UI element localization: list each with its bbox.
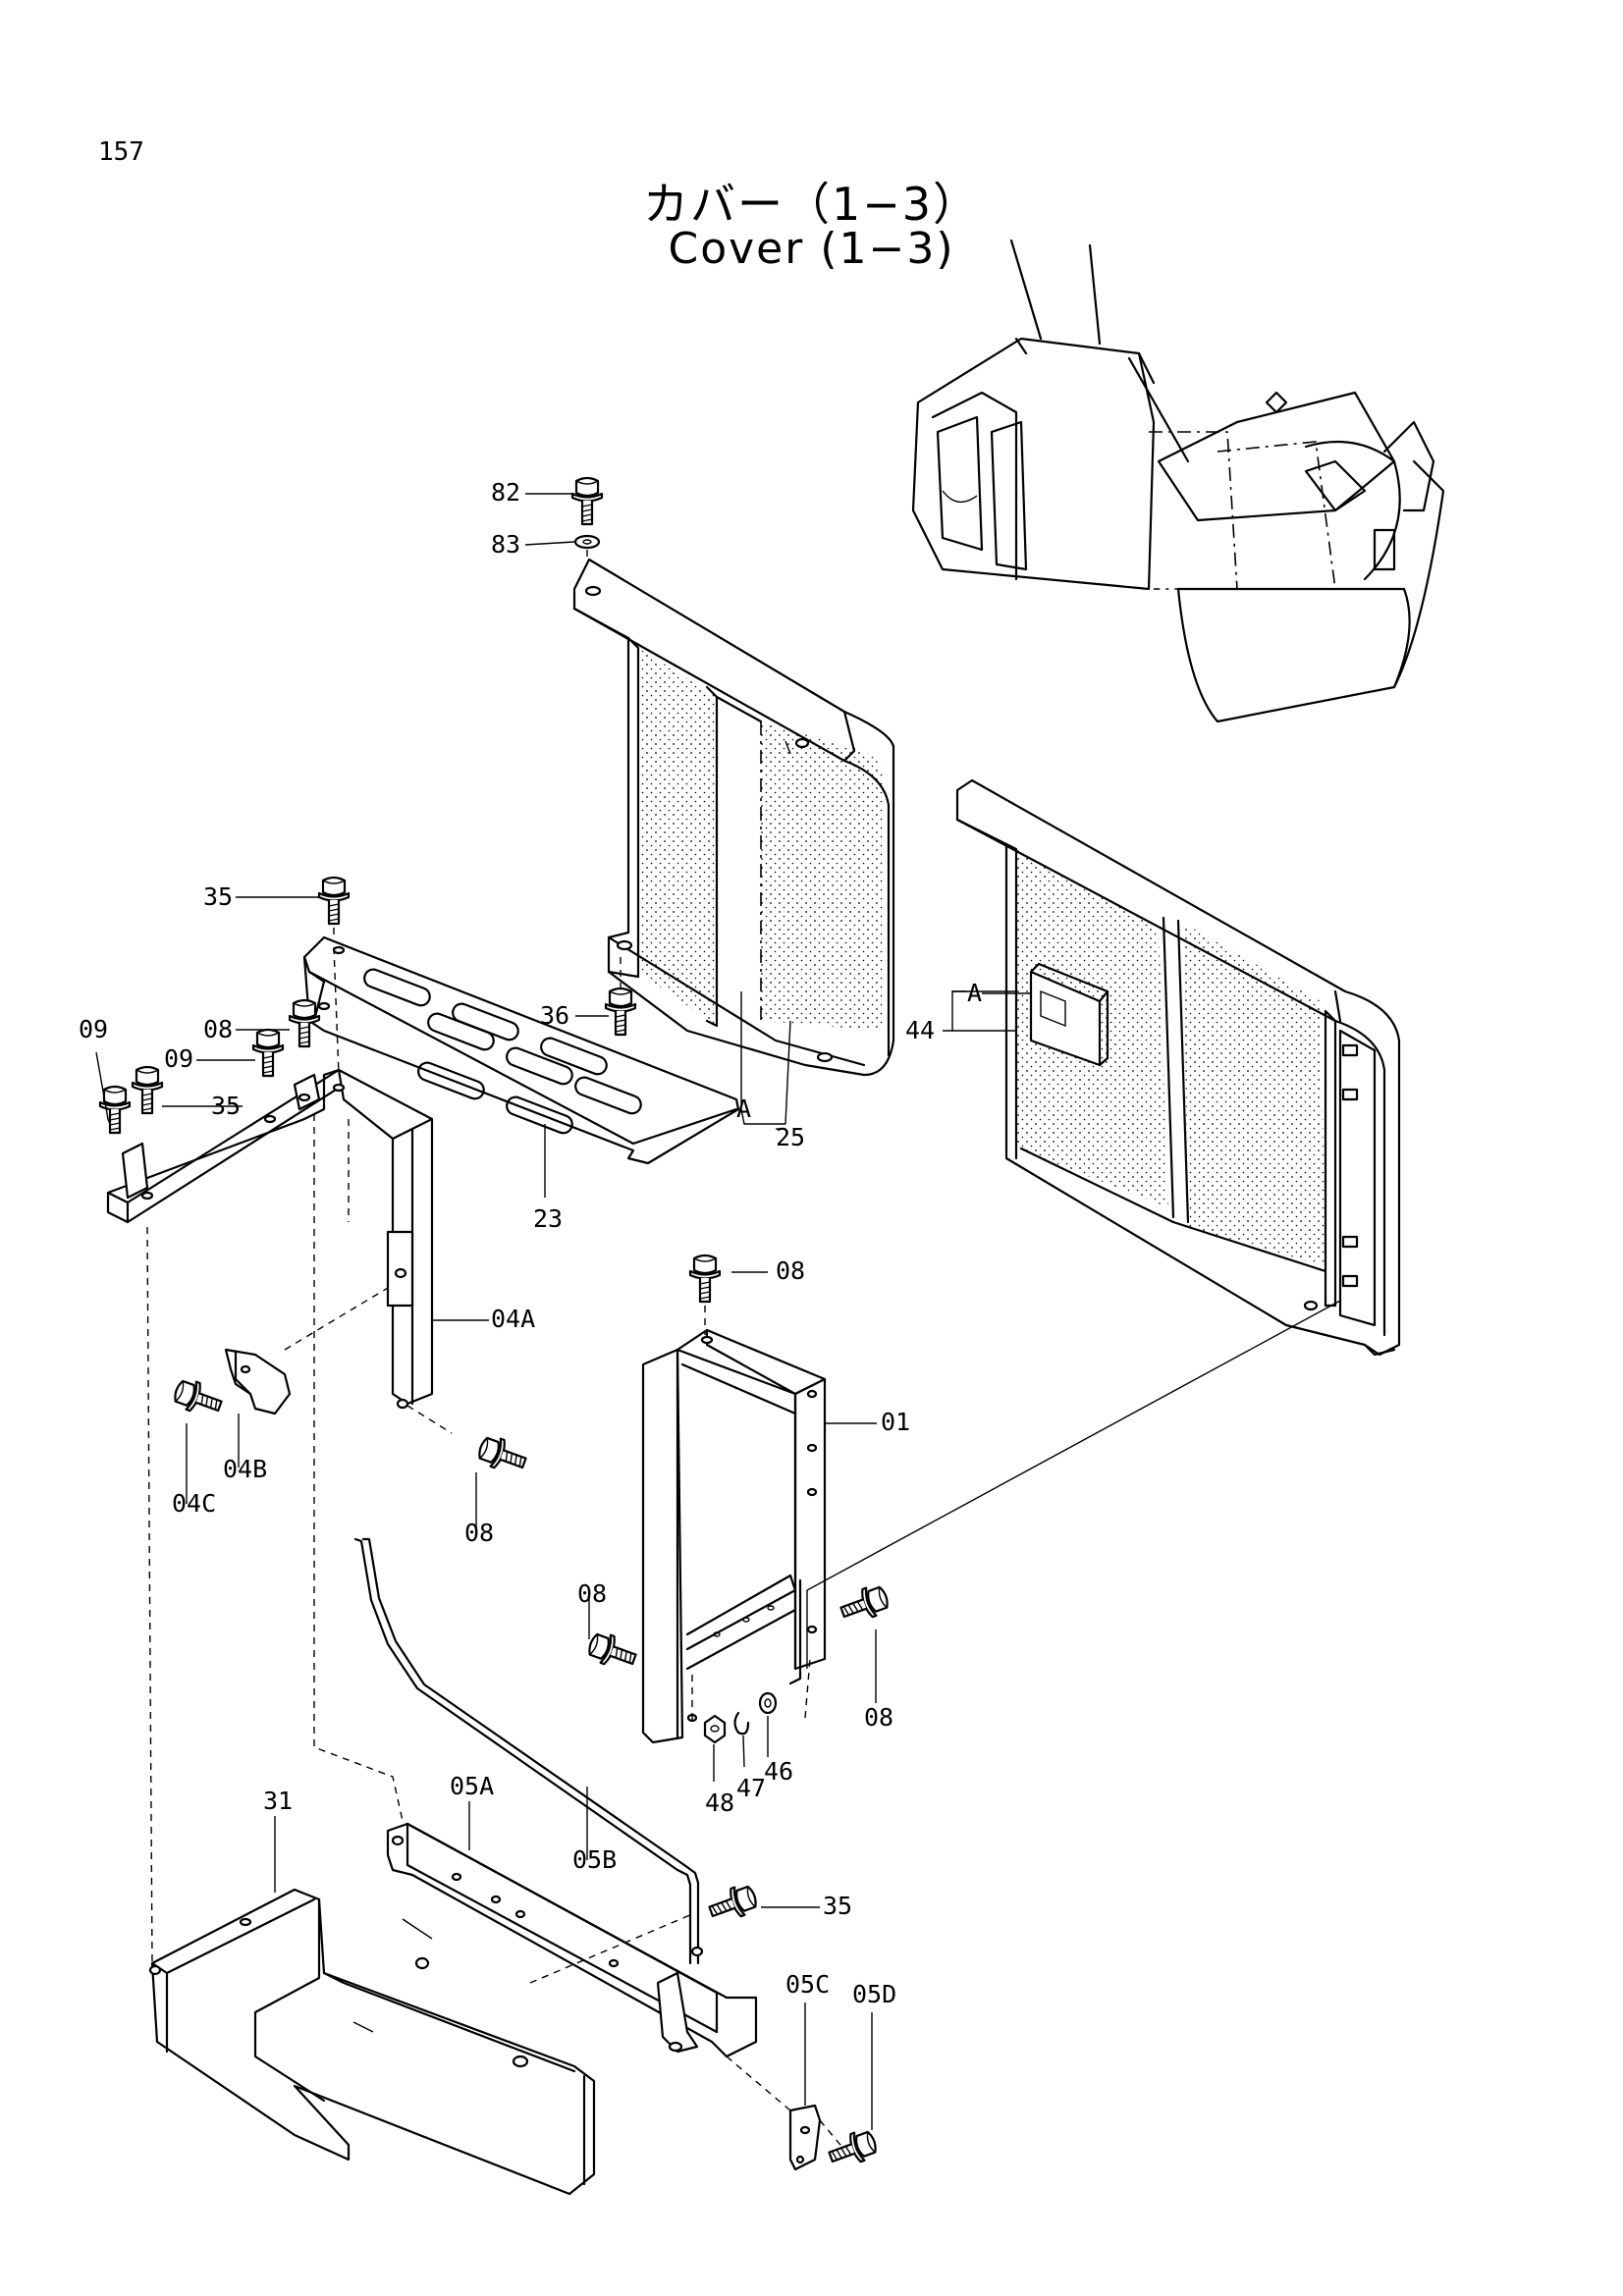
bolt-35-top: [317, 876, 351, 926]
bolt-09-left: [98, 1085, 132, 1135]
callout-c05B: 05B: [572, 1845, 617, 1874]
bolt-09-mid: [251, 1028, 285, 1078]
callout-c01: 01: [881, 1408, 910, 1436]
bolt-82: [570, 476, 604, 526]
bolt-35-bar: [704, 1881, 761, 1927]
callout-c04B: 04B: [223, 1455, 267, 1483]
lower-cover-31: [148, 1888, 596, 2196]
callout-c08c: 08: [464, 1519, 494, 1547]
upper-frame-bracket: [106, 1068, 434, 1410]
callout-c05D: 05D: [852, 1980, 896, 2008]
callout-c48: 48: [705, 1789, 734, 1817]
lock-washer-47: [733, 1711, 750, 1735]
leader-lines: [95, 493, 1031, 2130]
washer-83: [573, 534, 601, 550]
callout-c09a: 09: [79, 1015, 108, 1043]
bolt-08-lower-left: [474, 1432, 531, 1478]
page-number: 157: [98, 137, 144, 167]
rod-05B: [353, 1537, 700, 1965]
bolt-08-top-frame: [688, 1254, 722, 1304]
bolt-04C: [170, 1375, 227, 1421]
callout-c08b: 08: [776, 1256, 805, 1285]
callout-c35c: 35: [823, 1892, 852, 1920]
bolt-35-left: [131, 1065, 164, 1115]
callout-c44: 44: [905, 1016, 935, 1044]
bolt-36: [604, 987, 637, 1037]
callout-c83: 83: [491, 530, 520, 559]
callout-c35a: 35: [203, 882, 233, 911]
callout-c04A: 04A: [491, 1305, 535, 1333]
callout-c09b: 09: [164, 1044, 193, 1073]
bracket-04B: [224, 1348, 292, 1415]
callout-cA2: A: [967, 979, 982, 1007]
page-title-english: Cover (1−3): [668, 224, 955, 274]
side-cover-44: [955, 778, 1401, 1357]
callout-c31: 31: [263, 1787, 293, 1815]
nut-48: [703, 1714, 727, 1744]
callout-c08d: 08: [577, 1579, 607, 1608]
bolt-08-frame-left: [584, 1629, 641, 1675]
cover-panel-25: [572, 558, 895, 1077]
callout-c23: 23: [533, 1204, 563, 1233]
bolt-08-frame-right: [836, 1581, 893, 1628]
callout-c05A: 05A: [450, 1772, 494, 1800]
page-title-japanese: カバー（1−3）: [642, 178, 981, 231]
bracket-05C: [788, 2104, 822, 2171]
callout-c35b: 35: [211, 1092, 241, 1120]
callout-c08a: 08: [203, 1015, 233, 1043]
frame-01: [641, 1328, 827, 1744]
callout-c25: 25: [776, 1123, 805, 1151]
callout-c04C: 04C: [172, 1489, 216, 1518]
machine-overview-illustration: [911, 239, 1445, 723]
callout-c36: 36: [540, 1001, 569, 1030]
callout-c46: 46: [764, 1757, 793, 1786]
bar-05A: [386, 1822, 758, 2058]
washer-46: [758, 1691, 778, 1715]
callout-c47: 47: [736, 1774, 766, 1802]
callout-c08e: 08: [864, 1703, 893, 1732]
slotted-plate-23: [302, 935, 740, 1165]
callout-c05C: 05C: [785, 1970, 830, 1999]
bolt-05D: [824, 2126, 881, 2172]
callout-c82: 82: [491, 478, 520, 507]
callout-cA1: A: [736, 1095, 751, 1123]
